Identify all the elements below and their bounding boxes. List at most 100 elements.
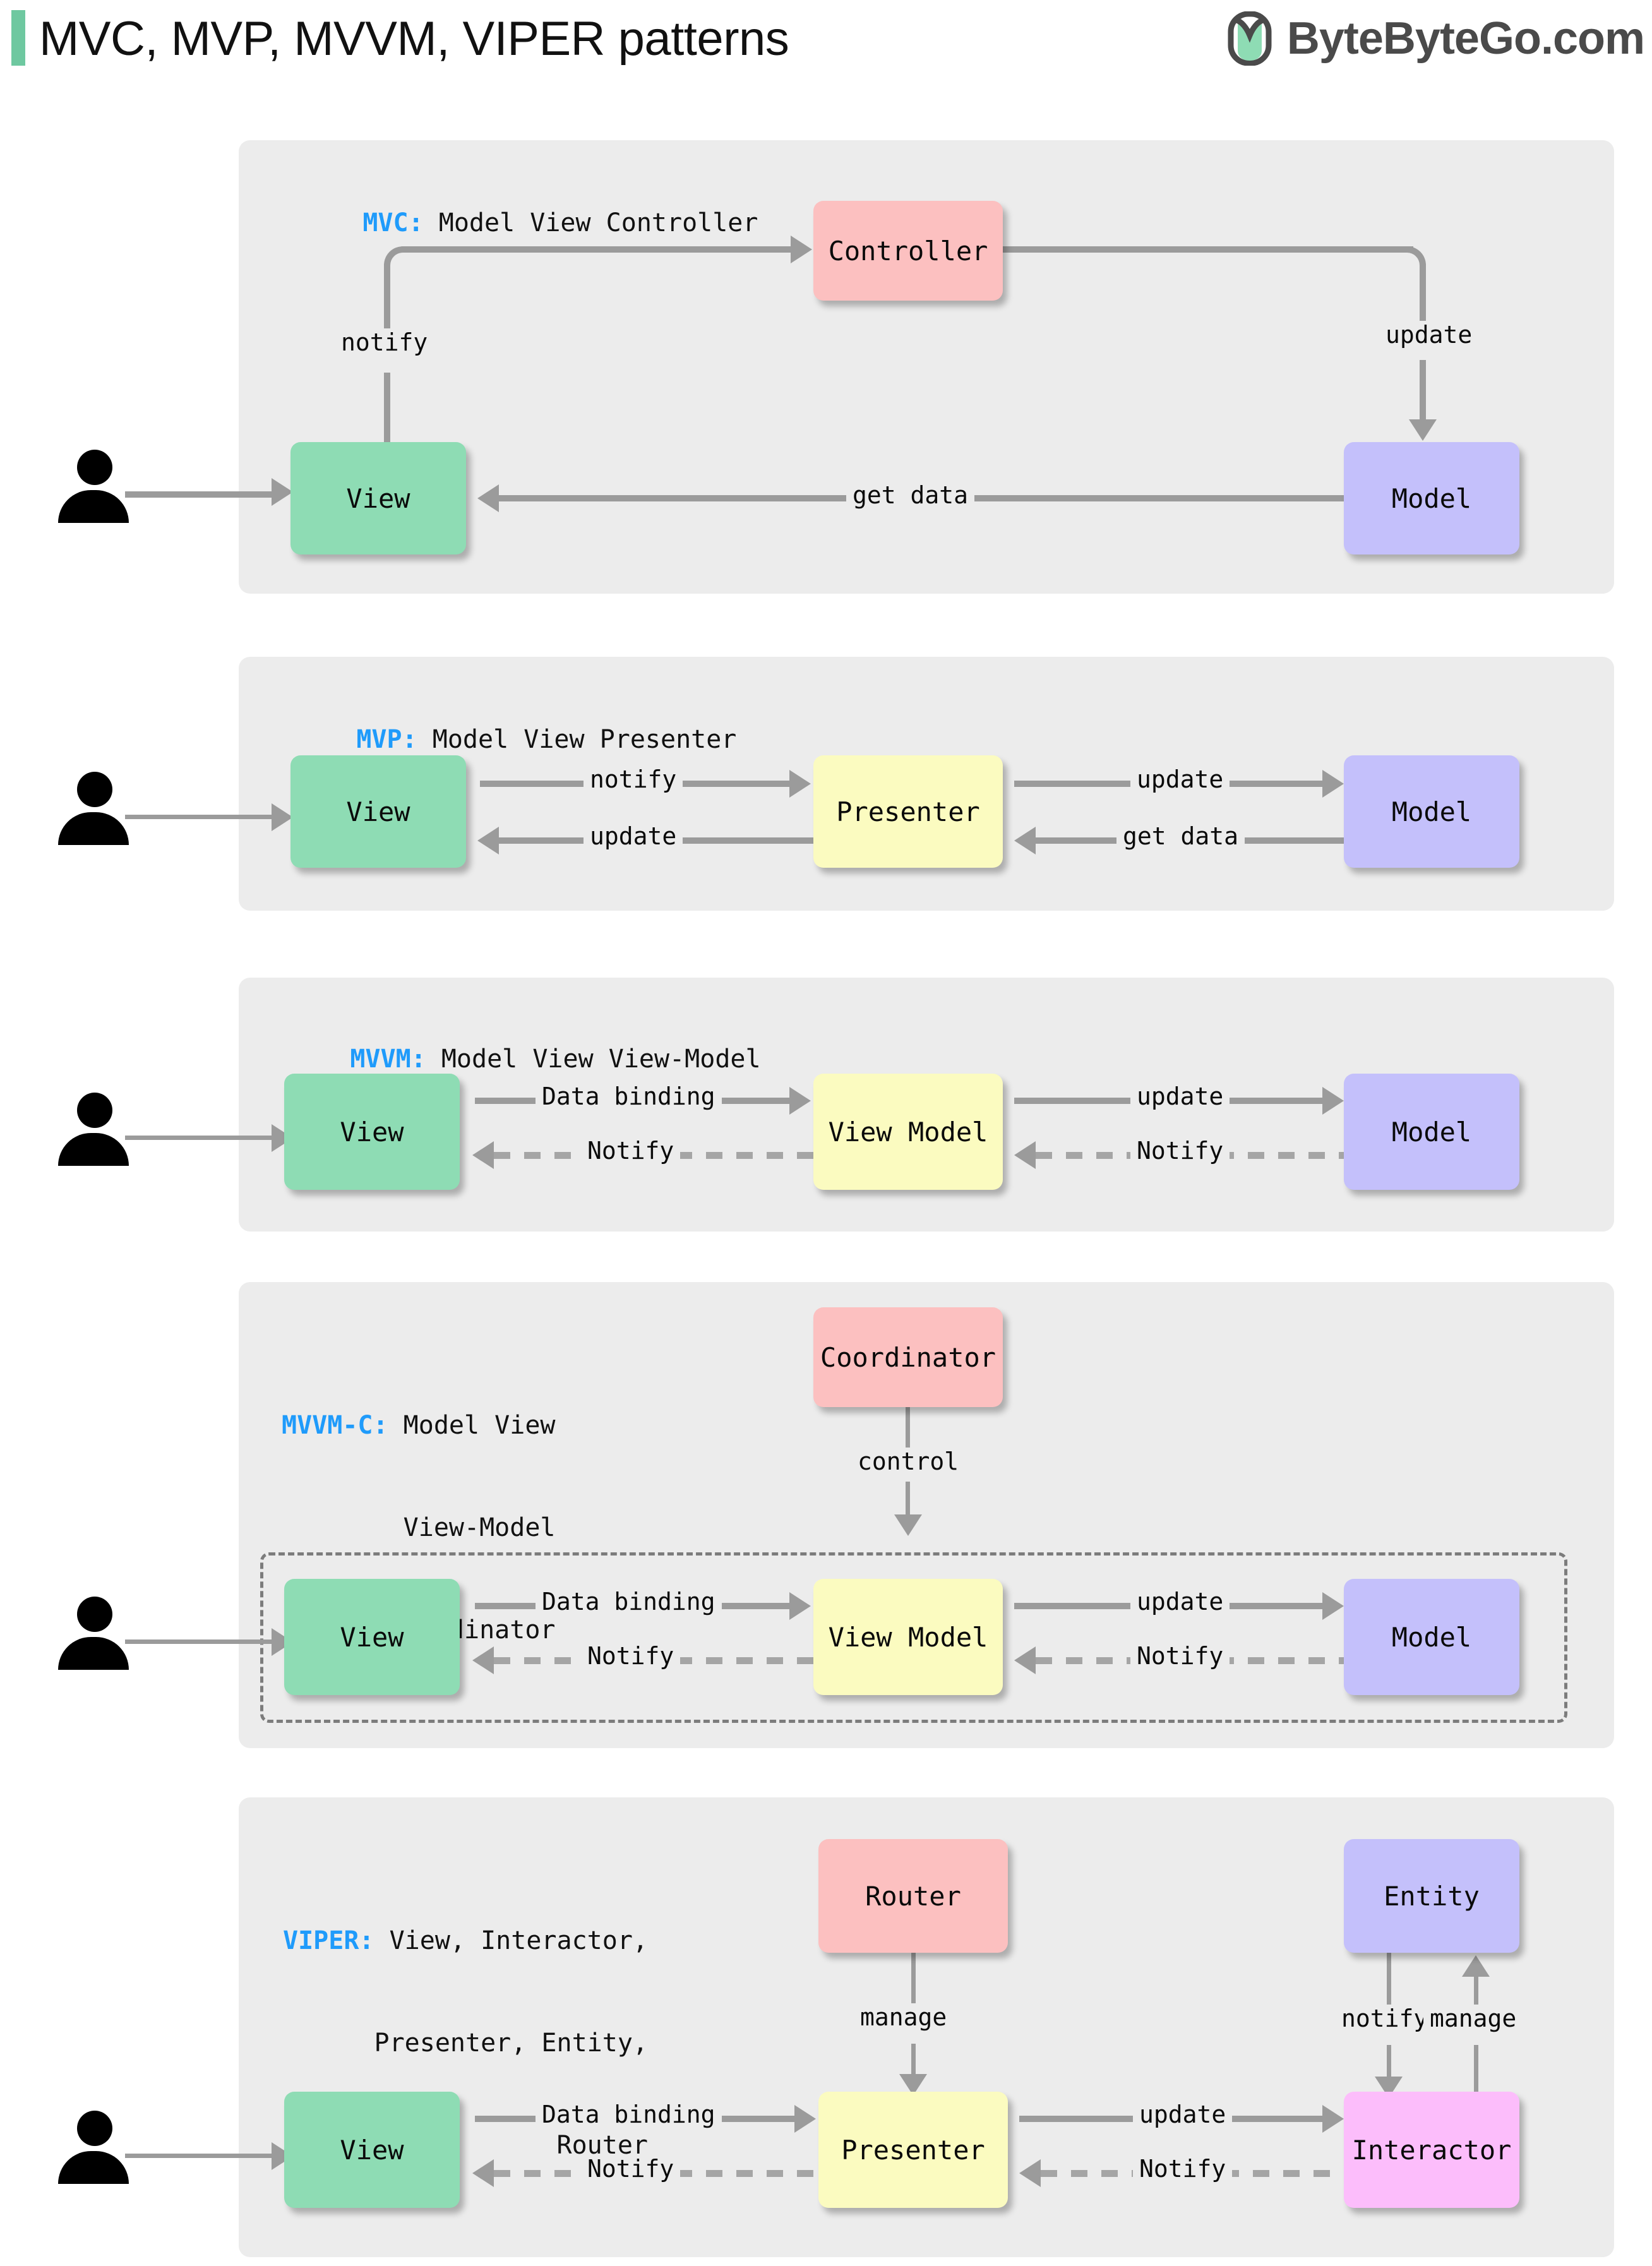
edge-label-notify-left-viper: Notify bbox=[581, 2155, 681, 2183]
edge-control-seg-upper-mvvmc bbox=[906, 1406, 910, 1451]
node-label: Interactor bbox=[1351, 2134, 1512, 2166]
edge-label-update-mvp: update bbox=[1130, 765, 1230, 793]
section-title-mvp: Model View Presenter bbox=[432, 725, 737, 754]
node-coordinator-mvvmc[interactable]: Coordinator bbox=[813, 1307, 1003, 1407]
node-view-viper[interactable]: View bbox=[284, 2092, 460, 2208]
arrowhead-manage-entity-viper bbox=[1462, 1955, 1490, 1977]
arrowhead-notify-left-mvvmc bbox=[472, 1646, 494, 1674]
node-view-mvc[interactable]: View bbox=[290, 442, 466, 555]
user-head bbox=[77, 450, 112, 485]
node-viewmodel-mvvm[interactable]: View Model bbox=[813, 1074, 1003, 1190]
node-label: Model bbox=[1391, 483, 1472, 514]
node-label: Coordinator bbox=[820, 1341, 997, 1373]
node-label: View bbox=[340, 2134, 404, 2166]
arrowhead-user-view-mvc bbox=[272, 478, 293, 506]
edge-update-seg-lower-mvc bbox=[1420, 360, 1426, 422]
node-entity-viper[interactable]: Entity bbox=[1344, 1839, 1519, 1953]
edge-label-notify-mvp: notify bbox=[584, 765, 683, 793]
node-label: View bbox=[346, 483, 410, 514]
node-presenter-viper[interactable]: Presenter bbox=[818, 2092, 1008, 2208]
edge-notify-entity-seg-upper-viper bbox=[1387, 1951, 1391, 2008]
user-head bbox=[77, 1093, 112, 1128]
edge-manage-router-seg-upper-viper bbox=[911, 1951, 916, 2007]
node-label: View bbox=[346, 796, 410, 827]
edge-user-view-mvvm bbox=[125, 1136, 277, 1140]
user-body bbox=[58, 812, 129, 845]
user-body bbox=[58, 1637, 129, 1670]
edge-label-databinding-mvvm: Data binding bbox=[536, 1082, 722, 1110]
arrowhead-update-mvvmc bbox=[1322, 1592, 1344, 1620]
user-body bbox=[58, 2151, 129, 2184]
arrowhead-notify-right-viper bbox=[1019, 2159, 1041, 2187]
edge-label-update-mvc: update bbox=[1379, 321, 1479, 349]
section-title-mvc: Model View Controller bbox=[438, 208, 758, 237]
node-controller-mvc[interactable]: Controller bbox=[813, 201, 1003, 301]
node-label: Presenter bbox=[836, 796, 980, 827]
edge-notify-seg-lower-mvc bbox=[384, 373, 390, 443]
node-model-mvvmc[interactable]: Model bbox=[1344, 1579, 1519, 1695]
brand-name: ByteByteGo.com bbox=[1286, 13, 1645, 64]
edge-manage-entity-seg-upper-viper bbox=[1474, 1977, 1478, 2006]
section-label-viper: VIPER: View, Interactor, Presenter, Enti… bbox=[283, 1855, 648, 2231]
node-label: View Model bbox=[828, 1116, 988, 1148]
arrowhead-getdata-mvp bbox=[1014, 827, 1036, 854]
edge-label-databinding-viper: Data binding bbox=[536, 2101, 722, 2128]
edge-label-update-back-mvp: update bbox=[584, 822, 683, 850]
title-accent-bar bbox=[11, 10, 25, 66]
node-router-viper[interactable]: Router bbox=[818, 1839, 1008, 1953]
edge-label-notify-right-viper: Notify bbox=[1133, 2155, 1233, 2183]
edge-label-notify-entity-viper: notify bbox=[1335, 2005, 1435, 2032]
node-view-mvvm[interactable]: View bbox=[284, 1074, 460, 1190]
arrowhead-databinding-viper bbox=[794, 2105, 816, 2133]
section-code-viper: VIPER: bbox=[283, 1926, 374, 1955]
edge-label-notify-left-mvvmc: Notify bbox=[581, 1642, 681, 1670]
edge-label-manage-router-viper: manage bbox=[854, 2003, 954, 2031]
arrowhead-databinding-mvvm bbox=[789, 1087, 811, 1115]
node-interactor-viper[interactable]: Interactor bbox=[1344, 2092, 1519, 2208]
edge-label-update-mvvm: update bbox=[1130, 1082, 1230, 1110]
user-icon-mvvmc bbox=[57, 1597, 130, 1670]
node-view-mvp[interactable]: View bbox=[290, 755, 466, 868]
node-label: Model bbox=[1391, 1116, 1472, 1148]
node-model-mvc[interactable]: Model bbox=[1344, 442, 1519, 555]
arrowhead-notify-mvp bbox=[789, 770, 811, 798]
node-model-mvp[interactable]: Model bbox=[1344, 755, 1519, 868]
edge-user-view-mvp bbox=[125, 815, 277, 819]
edge-update-seg-upper-mvc bbox=[1420, 264, 1426, 322]
section-label-mvc: MVC: Model View Controller bbox=[302, 172, 758, 274]
page-header: MVC, MVP, MVVM, VIPER patterns ByteByteG… bbox=[0, 0, 1652, 88]
edge-manage-router-seg-lower-viper bbox=[911, 2044, 916, 2077]
section-title-mvvmc-l1: Model View bbox=[403, 1411, 556, 1440]
node-presenter-mvp[interactable]: Presenter bbox=[813, 755, 1003, 868]
arrowhead-getdata-mvc bbox=[477, 484, 499, 512]
node-view-mvvmc[interactable]: View bbox=[284, 1579, 460, 1695]
edge-label-notify-right-mvvmc: Notify bbox=[1130, 1642, 1230, 1670]
node-label: View bbox=[340, 1116, 404, 1148]
node-viewmodel-mvvmc[interactable]: View Model bbox=[813, 1579, 1003, 1695]
node-model-mvvm[interactable]: Model bbox=[1344, 1074, 1519, 1190]
edge-user-view-mvc bbox=[125, 491, 277, 498]
user-icon-viper bbox=[57, 2111, 130, 2184]
user-body bbox=[58, 1133, 129, 1166]
arrowhead-update-mvp bbox=[1322, 770, 1344, 798]
arrowhead-databinding-mvvmc bbox=[789, 1592, 811, 1620]
edge-label-update-mvvmc: update bbox=[1130, 1588, 1230, 1616]
section-title-viper-l2: Presenter, Entity, bbox=[374, 2029, 648, 2058]
bytebytego-leaf-logo-icon bbox=[1228, 11, 1272, 66]
arrowhead-update-mvc bbox=[1409, 419, 1437, 441]
edge-user-view-mvvmc bbox=[125, 1640, 277, 1644]
section-title-mvvm: Model View View-Model bbox=[441, 1045, 761, 1074]
arrowhead-notify-right-mvvmc bbox=[1014, 1646, 1036, 1674]
node-label: View bbox=[340, 1621, 404, 1653]
edge-label-getdata-mvc: get data bbox=[846, 481, 975, 509]
arrowhead-notify-left-mvvm bbox=[472, 1141, 494, 1169]
edge-label-notify-left-mvvm: Notify bbox=[581, 1137, 681, 1165]
node-label: Model bbox=[1391, 796, 1472, 827]
user-body bbox=[58, 490, 129, 523]
section-label-mvvm: MVVM: Model View View-Model bbox=[289, 1008, 761, 1110]
edge-label-manage-entity-viper: manage bbox=[1423, 2005, 1523, 2032]
section-code-mvvm: MVVM: bbox=[350, 1045, 426, 1074]
node-label: Router bbox=[865, 1880, 961, 1912]
node-label: Presenter bbox=[841, 2134, 985, 2166]
edge-notify-seg-upper-mvc bbox=[384, 264, 390, 333]
